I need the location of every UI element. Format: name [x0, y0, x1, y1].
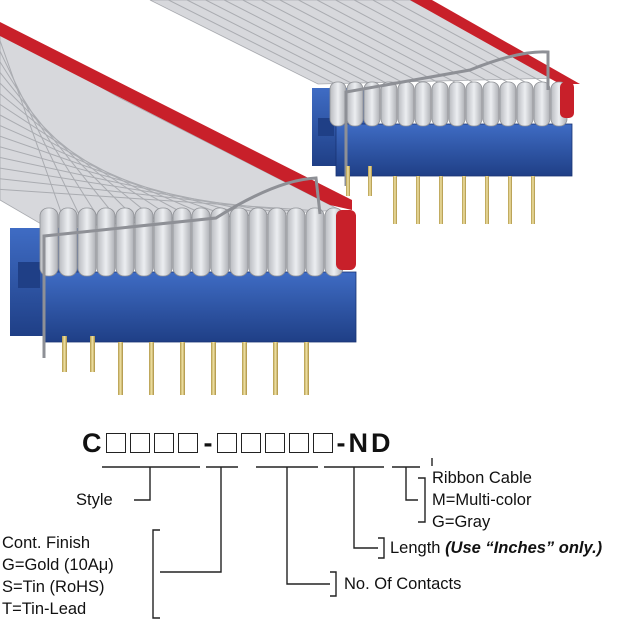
folded-wire: [267, 207, 287, 277]
part-separator: -: [203, 427, 213, 458]
ribbon-wire: [298, 0, 457, 84]
contact-finish-title: Cont. Finish: [2, 534, 91, 552]
ribbon-wire: [354, 0, 509, 83]
pin: [416, 176, 420, 224]
ribbon-wire: [205, 0, 371, 85]
ribbon-wire: [224, 0, 388, 84]
folded-wire: [77, 207, 97, 277]
pin: [368, 166, 372, 196]
right-ribbon-red-stripe: [410, 0, 580, 84]
code-box: [105, 433, 126, 453]
style-label: Style: [76, 491, 113, 509]
pin: [211, 342, 216, 395]
ribbon-wire: [242, 0, 405, 84]
finish-option: G=Gold (10Aμ): [2, 556, 114, 574]
contact-finish-block: Cont. Finish G=Gold (10Aμ) S=Tin (RoHS) …: [2, 532, 114, 620]
part-suffix: -ND: [336, 427, 394, 458]
cable-option: M=Multi-color: [432, 491, 532, 509]
contacts-label: No. Of Contacts: [344, 575, 462, 593]
folded-wire: [58, 207, 78, 277]
folded-wire: [533, 81, 551, 127]
part-prefix: C: [82, 427, 102, 458]
pin: [180, 342, 185, 395]
ribbon-wire: [0, 40, 67, 228]
ribbon-wire: [372, 0, 526, 83]
ribbon-cable-title: Ribbon Cable: [432, 469, 532, 487]
folded-wire: [363, 81, 381, 127]
right-retaining-clip: [344, 50, 550, 186]
pin: [304, 342, 309, 395]
ribbon-wire: [0, 125, 213, 219]
code-box: [312, 433, 333, 453]
pin: [508, 176, 512, 224]
folded-wire: [414, 81, 432, 127]
ribbon-cable-illustration: [0, 0, 580, 395]
left-connector-assembly: [0, 22, 357, 395]
code-box: [216, 433, 237, 453]
ribbon-wire: [279, 0, 440, 84]
folded-wire: [210, 207, 230, 277]
folded-wire: [305, 207, 325, 277]
code-box: [288, 433, 309, 453]
finish-option: S=Tin (RoHS): [2, 578, 105, 596]
folded-wire: [516, 81, 534, 127]
ribbon-wire: [186, 0, 353, 85]
folded-wire: [431, 81, 449, 127]
pin: [149, 342, 154, 395]
folded-wire: [286, 207, 306, 277]
folded-wire: [248, 207, 268, 277]
part-number-template: C - -ND: [82, 428, 394, 458]
pin: [118, 342, 123, 395]
folded-wire: [96, 207, 116, 277]
length-label: Length: [390, 539, 441, 557]
folded-wire: [172, 207, 192, 277]
folded-wire: [191, 207, 211, 277]
pin: [531, 176, 535, 224]
ribbon-wire: [0, 114, 195, 220]
folded-wire: [499, 81, 517, 127]
pin: [485, 176, 489, 224]
pin: [462, 176, 466, 224]
code-box: [153, 433, 174, 453]
ribbon-wire: [0, 135, 231, 218]
folded-wire: [380, 81, 398, 127]
right-connector-assembly: [149, 0, 580, 224]
ribbon-cable-block: Ribbon Cable M=Multi-color G=Gray: [432, 467, 532, 533]
ribbon-wire: [335, 0, 492, 84]
pin: [90, 336, 95, 372]
ribbon-wire: [0, 157, 268, 215]
length-note: (Use “Inches” only.): [445, 539, 603, 557]
pin: [62, 336, 67, 372]
ribbon-wire: [316, 0, 474, 84]
folded-wire: [115, 207, 135, 277]
length-block: Length (Use “Inches” only.): [390, 537, 602, 559]
pin: [273, 342, 278, 395]
ribbon-wire: [0, 51, 85, 226]
folded-wire: [448, 81, 466, 127]
ribbon-wire: [0, 61, 104, 225]
left-ribbon-red-stripe: [0, 22, 352, 210]
folded-wire: [465, 81, 483, 127]
folded-wire: [482, 81, 500, 127]
ribbon-wire: [0, 188, 322, 212]
code-box: [264, 433, 285, 453]
folded-wire: [229, 207, 249, 277]
code-box: [177, 433, 198, 453]
ribbon-wire: [168, 0, 336, 85]
ribbon-wire: [0, 146, 249, 217]
code-box: [129, 433, 150, 453]
ribbon-wire: [261, 0, 422, 84]
code-box: [240, 433, 261, 453]
left-retaining-clip: [42, 176, 322, 358]
pin: [393, 176, 397, 224]
pin: [439, 176, 443, 224]
finish-option: T=Tin-Lead: [2, 600, 87, 618]
cable-option: G=Gray: [432, 513, 491, 531]
ribbon-wire: [391, 0, 543, 83]
pin: [346, 166, 350, 196]
pin: [242, 342, 247, 395]
